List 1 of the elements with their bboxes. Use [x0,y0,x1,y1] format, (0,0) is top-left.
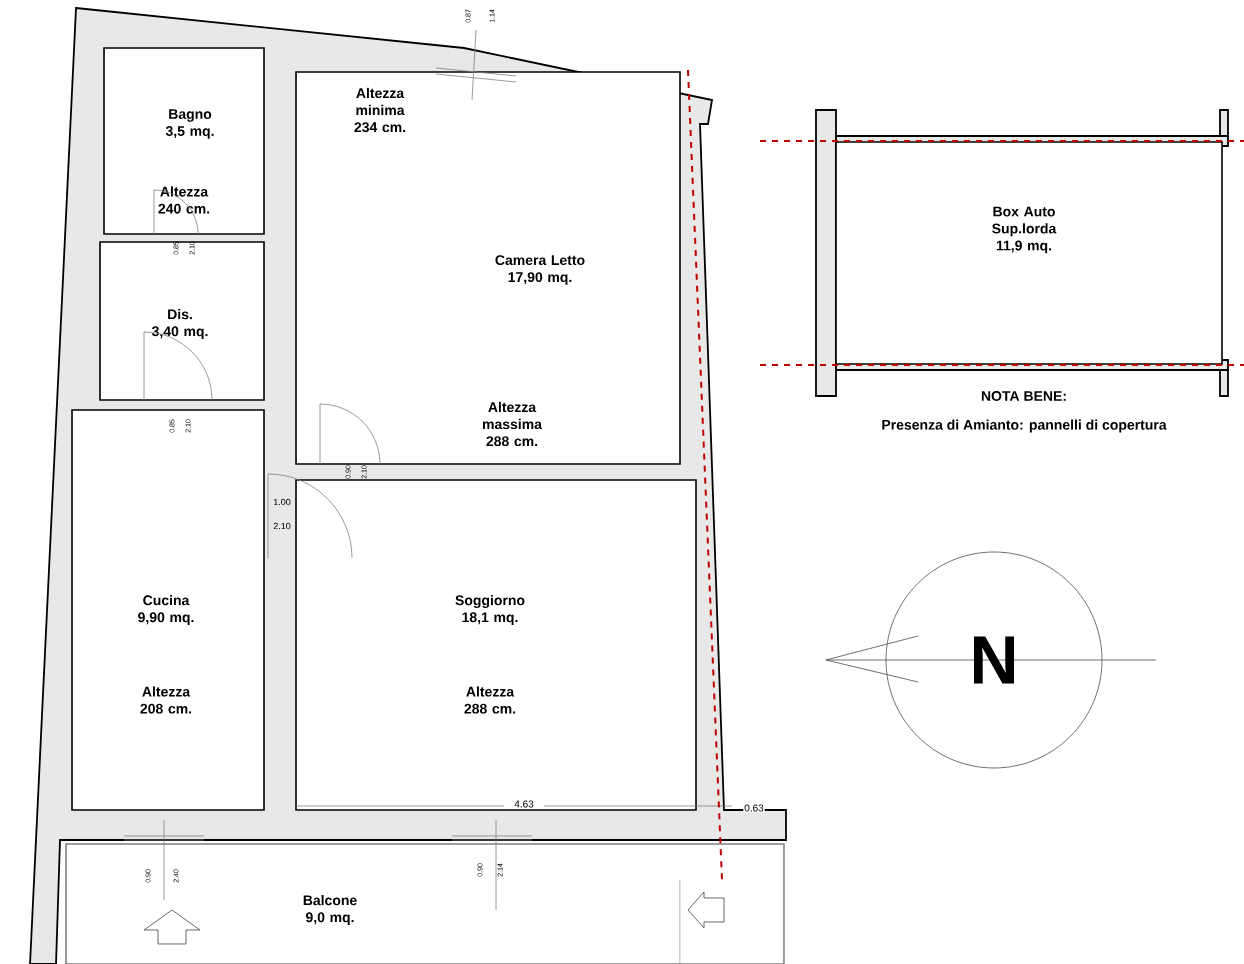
north-letter: N [974,636,1014,684]
